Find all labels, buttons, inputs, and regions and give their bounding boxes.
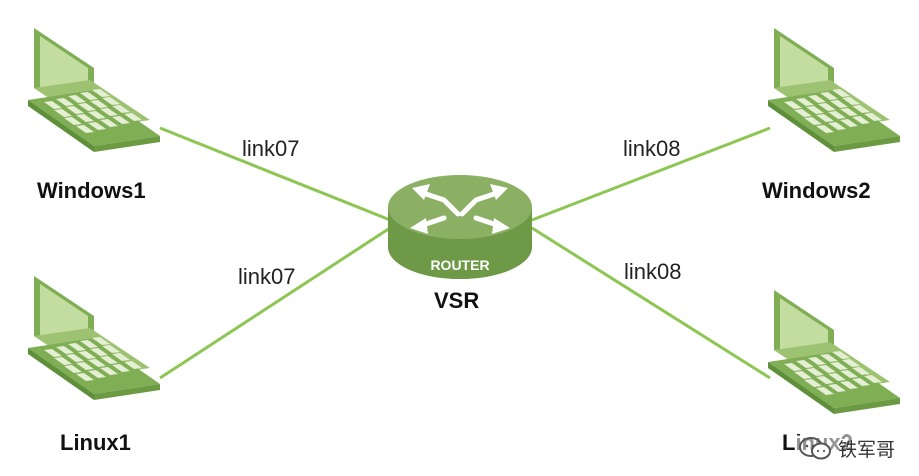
router-icon [388,175,532,279]
link-label-linux1: link07 [238,264,296,289]
watermark-text: 铁军哥 [837,439,895,461]
link-linux1-router [159,226,391,380]
watermark: 铁军哥 [795,435,897,462]
link-windows1-router [159,126,391,222]
laptop-icon-linux2 [768,290,900,414]
laptop-icon-linux1 [28,276,160,400]
link-router-linux2 [531,226,771,380]
link-label-windows1: link07 [242,136,300,161]
node-label-router: VSR [434,288,480,313]
laptop-icon-windows1 [28,28,160,152]
node-label-linux1: Linux1 [60,430,131,455]
router-badge-label: ROUTER [430,257,489,273]
laptop-icon-windows2 [768,28,900,152]
node-label-windows2: Windows2 [762,178,871,203]
chat-bubble-icon [798,436,832,462]
link-router-windows2 [531,126,771,222]
node-label-windows1: Windows1 [37,178,146,203]
link-label-linux2: link08 [624,259,682,284]
link-label-windows2: link08 [623,136,681,161]
